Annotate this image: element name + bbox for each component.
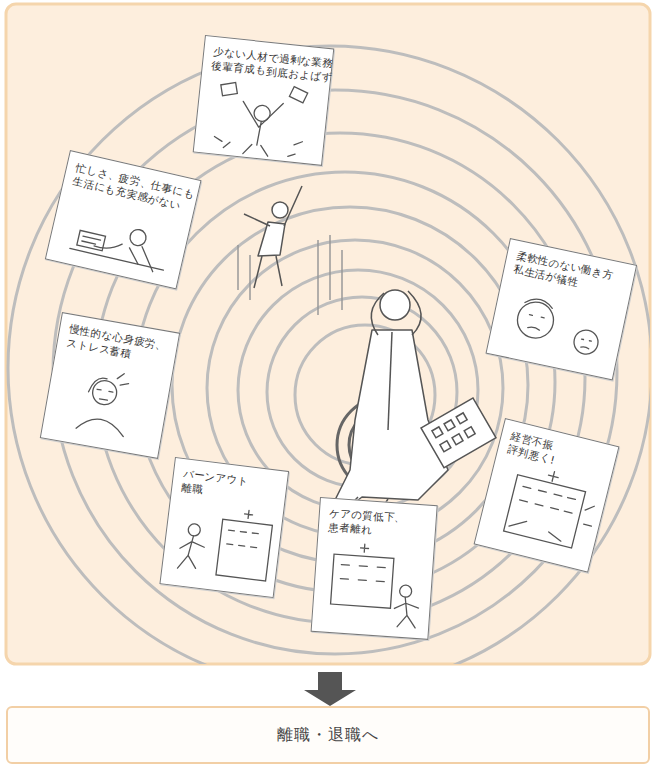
paper-card: 柔軟性のない働き方 私生活が犠牲	[485, 238, 637, 380]
spiral-ring	[8, 46, 650, 664]
exhausted-person	[128, 228, 147, 247]
falling-person	[258, 222, 285, 256]
exhausted-person	[91, 236, 157, 272]
exhausted-person	[69, 215, 171, 274]
burnout-leaving	[177, 503, 274, 581]
card-text: バーンアウト 離職	[180, 466, 255, 503]
patients-leaving	[399, 585, 412, 598]
paper-card: バーンアウト 離職	[159, 457, 289, 598]
unhappy-faces	[572, 328, 600, 356]
burnout-leaving	[177, 534, 205, 571]
speed-line	[329, 235, 331, 300]
exhausted-person	[82, 236, 101, 245]
unhappy-faces	[514, 299, 557, 342]
failing-hospital	[508, 464, 602, 547]
overworked-person	[213, 79, 308, 160]
result-box: 離職・退職へ	[6, 706, 650, 764]
falling-building	[456, 413, 467, 424]
card-text: 慢性的な心身疲労、 ストレス蓄積	[66, 322, 175, 368]
overworked-person	[213, 133, 302, 158]
speed-line	[238, 235, 342, 315]
patients-leaving	[329, 542, 422, 628]
unhappy-faces	[520, 297, 554, 332]
falling-person	[244, 186, 302, 288]
patients-leaving	[331, 554, 394, 608]
card-text: 経営不振 評判悪く!	[506, 428, 571, 470]
falling-building	[421, 398, 496, 468]
paper-card: 慢性的な心身疲労、 ストレス蓄積	[40, 312, 180, 459]
overworked-person	[238, 99, 283, 157]
paper-card: 経営不振 評判悪く!	[474, 418, 620, 573]
exhausted-person	[77, 230, 106, 250]
paper-card: 忙しさ、疲労、仕事にも 生活にも充実感がない	[45, 150, 202, 289]
falling-nurse	[388, 332, 392, 430]
falling-building	[421, 398, 496, 468]
falling-nurse	[322, 290, 448, 528]
paper-card: 少ない人材で過剰な業務 後輩育成も到底およばず	[193, 35, 335, 166]
panel	[6, 4, 650, 664]
falling-person	[244, 186, 302, 288]
falling-nurse	[371, 291, 421, 335]
card-text: 柔軟性のない働き方 私生活が犠牲	[512, 248, 622, 298]
spiral-ring	[8, 46, 650, 664]
card-text: ケアの質低下、 患者離れ	[327, 506, 415, 540]
stressed-person	[91, 379, 119, 407]
overworked-person	[221, 83, 238, 96]
speed-line	[249, 255, 251, 300]
unhappy-faces	[513, 296, 604, 357]
burnout-leaving	[188, 523, 201, 536]
overworked-person	[289, 87, 307, 103]
falling-building	[444, 420, 455, 431]
falling-building	[432, 427, 443, 438]
unhappy-faces	[580, 339, 591, 349]
result-text: 離職・退職へ	[277, 725, 379, 746]
burnout-leaving	[216, 519, 272, 581]
falling-building	[452, 434, 463, 445]
speed-line	[317, 240, 319, 315]
speed-line	[237, 245, 239, 290]
burnout-leaving	[227, 508, 261, 547]
patients-leaving	[393, 596, 419, 628]
stressed-person	[76, 367, 134, 436]
overworked-person	[253, 105, 271, 123]
exhausted-person	[70, 248, 164, 270]
paper-card: ケアの質低下、 患者離れ	[311, 497, 438, 640]
falling-building	[464, 427, 475, 438]
failing-hospital	[504, 475, 586, 548]
stressed-person	[76, 367, 134, 436]
patients-leaving	[340, 543, 386, 582]
failing-hospital	[504, 463, 602, 551]
speed-line	[341, 250, 343, 310]
card-text: 少ない人材で過剰な業務 後輩育成も到底およばず	[211, 44, 337, 85]
card-text: 忙しさ、疲労、仕事にも 生活にも充実感がない	[72, 160, 200, 216]
down-arrow	[304, 672, 356, 706]
falling-person	[272, 202, 288, 218]
falling-building	[440, 441, 451, 452]
falling-nurse	[380, 290, 410, 320]
